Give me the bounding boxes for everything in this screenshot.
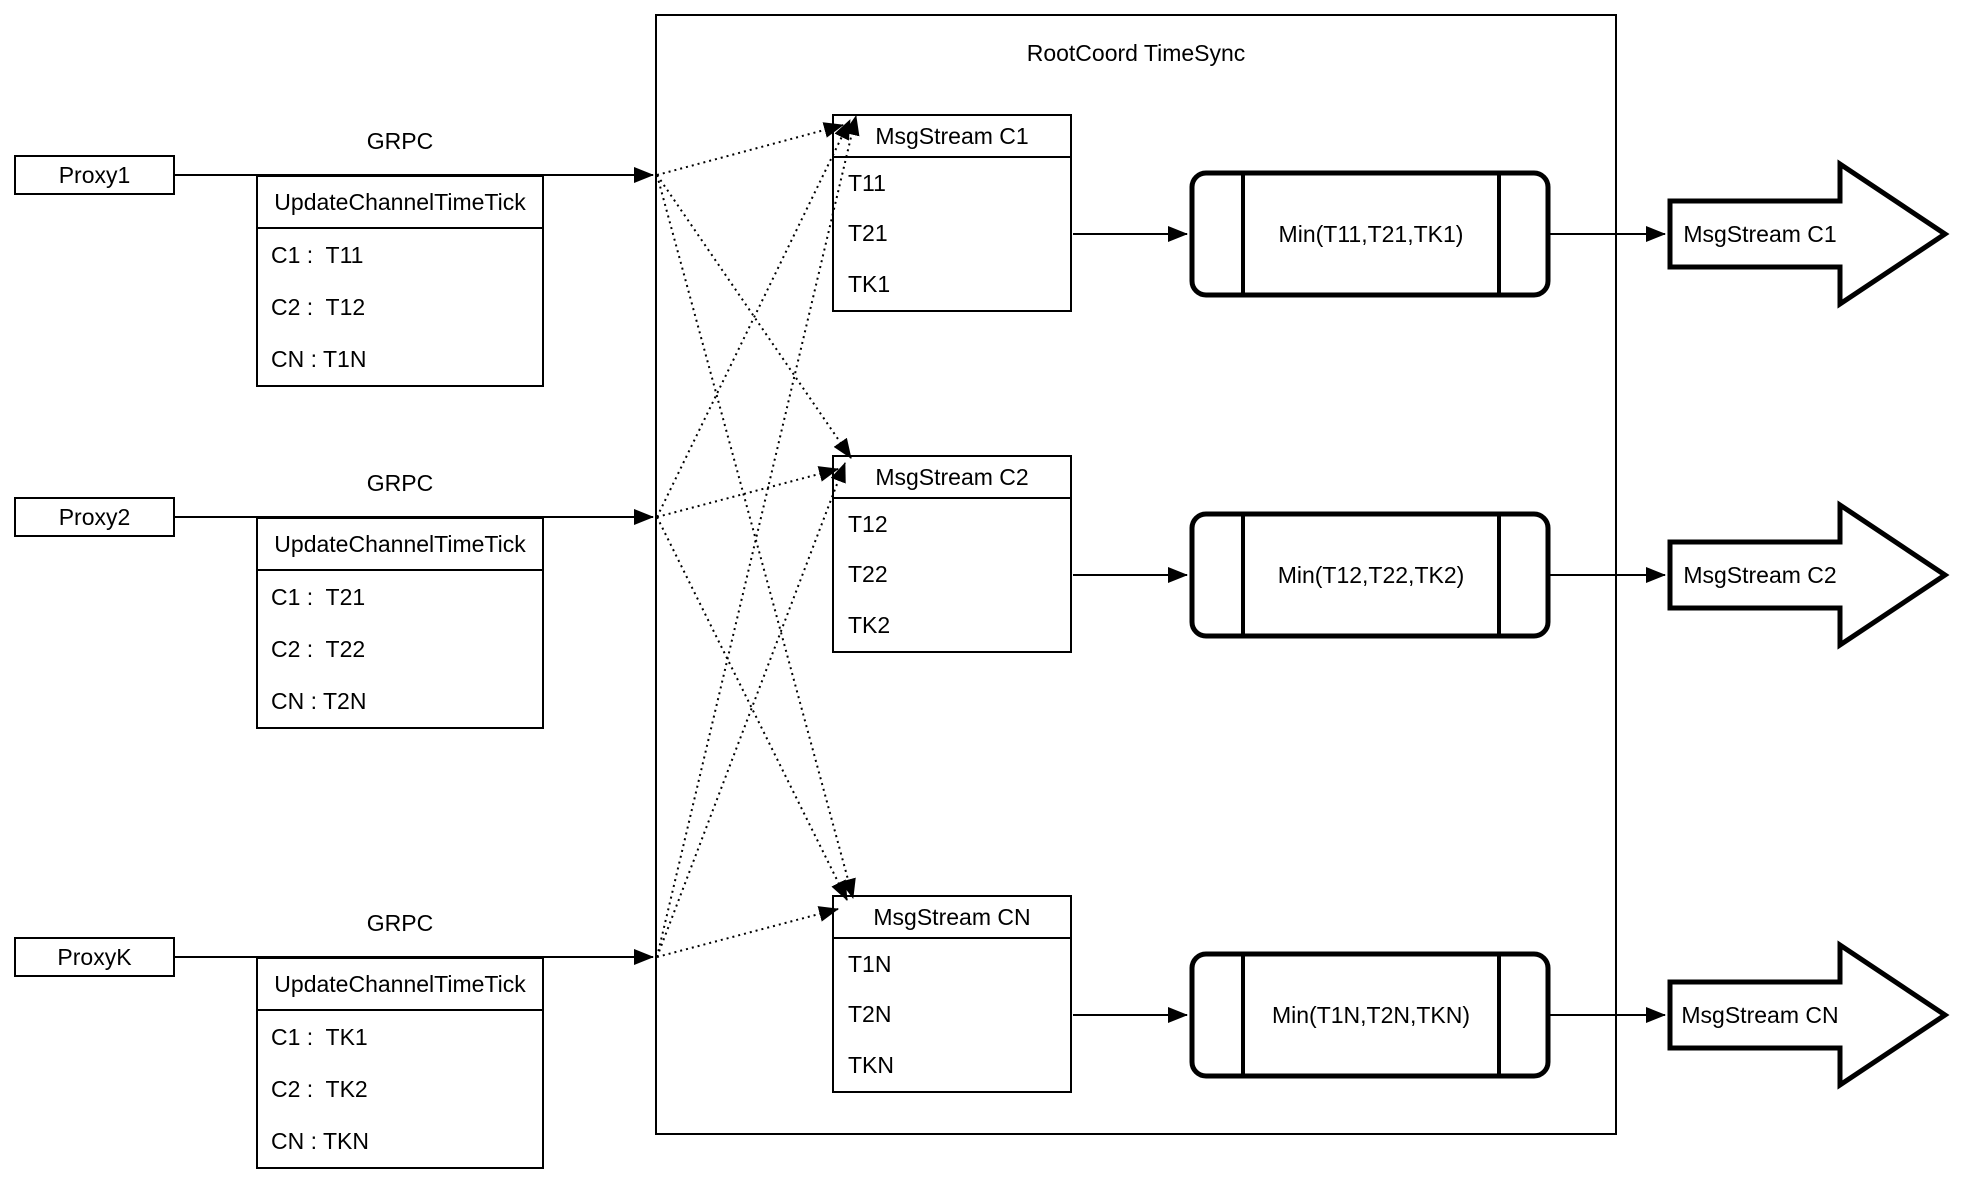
proxy2-timetick-header: UpdateChannelTimeTick <box>258 519 542 571</box>
tick-value: TKN <box>848 1052 894 1079</box>
min-label-c1: Min(T11,T21,TK1) <box>1278 220 1464 247</box>
proxyk-timetick-table: UpdateChannelTimeTick C1 : TK1 C2 : TK2 … <box>256 957 544 1169</box>
proxy1-timetick-header: UpdateChannelTimeTick <box>258 177 542 229</box>
msgstream-c1-rows: T11 T21 TK1 <box>834 158 1070 310</box>
tick-value: T22 <box>848 561 888 588</box>
tick-value: T11 <box>848 169 886 196</box>
proxy2-timetick-rows: C1 : T21 C2 : T22 CN : T2N <box>258 571 542 727</box>
timetick-entry: CN : TKN <box>271 1127 369 1154</box>
tick-value: T12 <box>848 510 888 537</box>
proxy1-grpc-label: GRPC <box>366 128 434 154</box>
proxyk-timetick-header: UpdateChannelTimeTick <box>258 959 542 1011</box>
msgstream-c2-rows: T12 T22 TK2 <box>834 499 1070 651</box>
proxyk-grpc-label: GRPC <box>366 910 434 936</box>
timetick-entry: C2 : T22 <box>271 635 366 662</box>
tick-value: T2N <box>848 1001 892 1028</box>
msgstream-c2-header: MsgStream C2 <box>834 457 1070 499</box>
proxy2-timetick-table: UpdateChannelTimeTick C1 : T21 C2 : T22 … <box>256 517 544 729</box>
tick-value: T21 <box>848 220 888 247</box>
tick-value: TK1 <box>848 271 891 298</box>
msgstream-cn-header: MsgStream CN <box>834 897 1070 939</box>
output-label-cn: MsgStream CN <box>1681 1001 1839 1028</box>
proxy1-box: Proxy1 <box>14 155 175 195</box>
proxy2-grpc-label: GRPC <box>366 470 434 496</box>
timetick-entry: CN : T2N <box>271 687 367 714</box>
msgstream-c1-box: MsgStream C1 T11 T21 TK1 <box>832 114 1072 312</box>
proxy1-timetick-table: UpdateChannelTimeTick C1 : T11 C2 : T12 … <box>256 175 544 387</box>
timetick-entry: C1 : T21 <box>271 583 366 610</box>
proxy1-timetick-rows: C1 : T11 C2 : T12 CN : T1N <box>258 229 542 385</box>
timetick-entry: C2 : T12 <box>271 293 366 320</box>
timetick-entry: C1 : T11 <box>271 241 364 268</box>
tick-value: TK2 <box>848 612 891 639</box>
msgstream-cn-box: MsgStream CN T1N T2N TKN <box>832 895 1072 1093</box>
output-label-c1: MsgStream C1 <box>1683 220 1837 247</box>
msgstream-cn-rows: T1N T2N TKN <box>834 939 1070 1091</box>
tick-value: T1N <box>848 950 892 977</box>
proxyk-timetick-rows: C1 : TK1 C2 : TK2 CN : TKN <box>258 1011 542 1167</box>
min-label-cn: Min(T1N,T2N,TKN) <box>1271 1001 1471 1028</box>
msgstream-c2-box: MsgStream C2 T12 T22 TK2 <box>832 455 1072 653</box>
min-label-c2: Min(T12,T22,TK2) <box>1277 561 1465 588</box>
timetick-entry: CN : T1N <box>271 345 367 372</box>
rootcoord-title: RootCoord TimeSync <box>1026 40 1246 66</box>
proxy2-box: Proxy2 <box>14 497 175 537</box>
proxyk-box: ProxyK <box>14 937 175 977</box>
output-label-c2: MsgStream C2 <box>1683 561 1837 588</box>
timetick-entry: C2 : TK2 <box>271 1075 368 1102</box>
msgstream-c1-header: MsgStream C1 <box>834 116 1070 158</box>
timetick-entry: C1 : TK1 <box>271 1023 368 1050</box>
